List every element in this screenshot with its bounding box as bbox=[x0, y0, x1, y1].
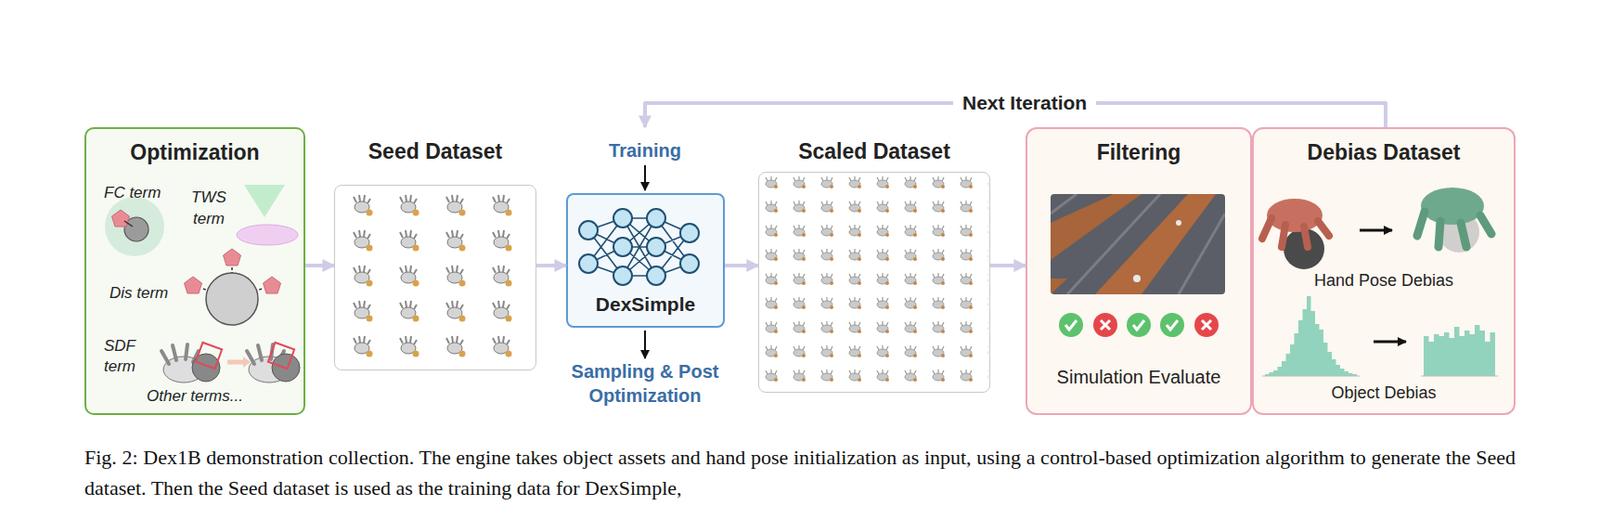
step-label: Sampling & Post Optimization bbox=[552, 359, 738, 408]
box-title: Seed Dataset bbox=[335, 139, 536, 165]
flow-arrow bbox=[536, 263, 567, 268]
flow-arrow bbox=[724, 263, 759, 268]
edge-label: Next Iteration bbox=[953, 91, 1097, 115]
sampling-arrow bbox=[644, 330, 646, 359]
box-title: Debias Dataset bbox=[1253, 140, 1514, 166]
seed-dataset-box: Seed Dataset bbox=[334, 184, 537, 371]
box-title: DexSimple bbox=[567, 293, 723, 316]
scaled-dataset-box: Scaled Dataset bbox=[758, 171, 991, 393]
box-title: Scaled Dataset bbox=[759, 139, 990, 165]
box-title: Optimization bbox=[86, 140, 304, 166]
figure-caption: Fig. 2: Dex1B demonstration collection. … bbox=[84, 441, 1516, 504]
term-label: Dis term bbox=[109, 283, 184, 303]
term-label: FC term bbox=[103, 182, 179, 203]
term-label: SDF term bbox=[103, 335, 146, 377]
box-caption: Simulation Evaluate bbox=[1027, 366, 1251, 388]
filtering-box: FilteringSimulation Evaluate bbox=[1025, 127, 1252, 415]
term-label: TWS term bbox=[185, 186, 233, 230]
debias-box: Debias DatasetHand Pose DebiasObject Deb… bbox=[1251, 127, 1516, 415]
training-arrow bbox=[644, 165, 646, 191]
box-caption: Object Debias bbox=[1253, 383, 1514, 403]
box-title: Filtering bbox=[1027, 140, 1251, 166]
term-label: Other terms... bbox=[120, 386, 270, 406]
flow-arrow bbox=[305, 263, 335, 268]
step-label: Training bbox=[570, 139, 720, 163]
box-caption: Hand Pose Debias bbox=[1253, 270, 1514, 291]
flow-arrow bbox=[990, 263, 1026, 268]
model-box: DexSimple bbox=[566, 193, 725, 328]
